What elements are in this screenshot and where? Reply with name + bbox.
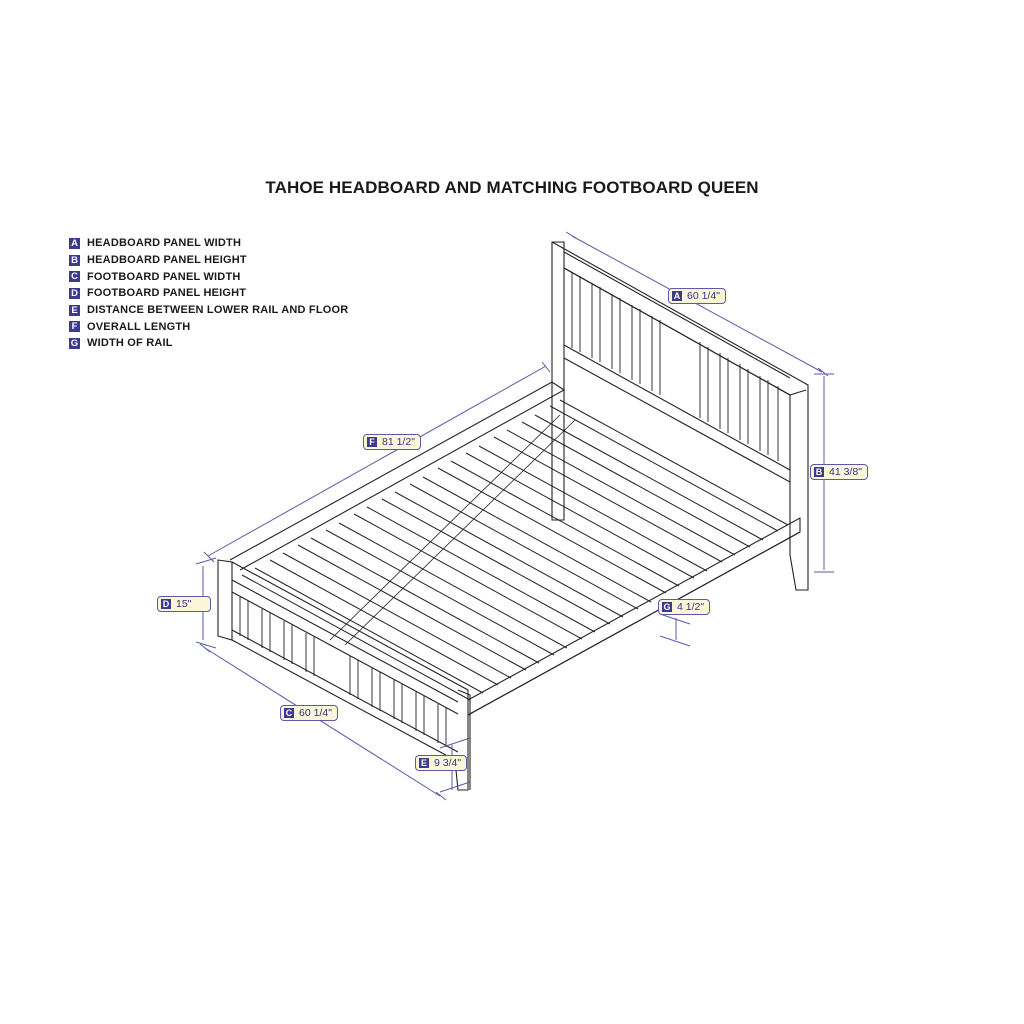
dimension-value: 81 1/2"	[382, 436, 415, 448]
letter-badge-c: C	[284, 708, 294, 718]
legend-label: OVERALL LENGTH	[87, 320, 191, 333]
dimension-value: 60 1/4"	[687, 290, 720, 302]
letter-badge-f: F	[367, 437, 377, 447]
letter-badge-e: E	[419, 758, 429, 768]
letter-badge-f: F	[69, 321, 80, 333]
dimension-callout-f: F 81 1/2"	[363, 434, 421, 450]
letter-badge-g: G	[662, 602, 672, 612]
letter-badge-a: A	[69, 237, 80, 249]
letter-badge-g: G	[69, 337, 80, 349]
dimension-lines	[195, 231, 834, 801]
legend-item-b: B HEADBOARD PANEL HEIGHT	[69, 252, 348, 269]
dimension-value: 15"	[176, 598, 192, 610]
dimension-legend: A HEADBOARD PANEL WIDTH B HEADBOARD PANE…	[69, 235, 348, 352]
letter-badge-c: C	[69, 271, 80, 283]
letter-badge-b: B	[814, 467, 824, 477]
dimension-callout-g: G 4 1/2"	[658, 599, 711, 615]
letter-badge-a: A	[672, 291, 682, 301]
dimension-callout-d: D 15"	[157, 596, 211, 612]
legend-item-g: G WIDTH OF RAIL	[69, 335, 348, 352]
bed-frame-icon	[217, 241, 809, 791]
legend-label: FOOTBOARD PANEL HEIGHT	[87, 287, 247, 300]
legend-item-d: D FOOTBOARD PANEL HEIGHT	[69, 285, 348, 302]
legend-item-c: C FOOTBOARD PANEL WIDTH	[69, 268, 348, 285]
legend-item-a: A HEADBOARD PANEL WIDTH	[69, 235, 348, 252]
dimension-value: 60 1/4"	[299, 707, 332, 719]
legend-label: DISTANCE BETWEEN LOWER RAIL AND FLOOR	[87, 304, 349, 317]
legend-label: FOOTBOARD PANEL WIDTH	[87, 270, 241, 283]
dimension-callout-c: C 60 1/4"	[280, 705, 338, 721]
dimension-callout-a: A 60 1/4"	[668, 288, 726, 304]
legend-label: HEADBOARD PANEL HEIGHT	[87, 254, 247, 267]
dimension-callout-e: E 9 3/4"	[415, 755, 468, 771]
dimension-value: 41 3/8"	[829, 466, 862, 478]
legend-label: WIDTH OF RAIL	[87, 337, 173, 350]
letter-badge-b: B	[69, 254, 80, 266]
legend-label: HEADBOARD PANEL WIDTH	[87, 237, 242, 250]
letter-badge-d: D	[69, 287, 80, 299]
letter-badge-e: E	[69, 304, 80, 316]
dimension-value: 9 3/4"	[434, 757, 462, 769]
legend-item-e: E DISTANCE BETWEEN LOWER RAIL AND FLOOR	[69, 302, 348, 319]
letter-badge-d: D	[161, 599, 171, 609]
diagram-title: TAHOE HEADBOARD AND MATCHING FOOTBOARD Q…	[265, 178, 759, 197]
legend-item-f: F OVERALL LENGTH	[69, 318, 348, 335]
dimension-value: 4 1/2"	[677, 601, 705, 613]
dimension-callout-b: B 41 3/8"	[810, 464, 868, 480]
